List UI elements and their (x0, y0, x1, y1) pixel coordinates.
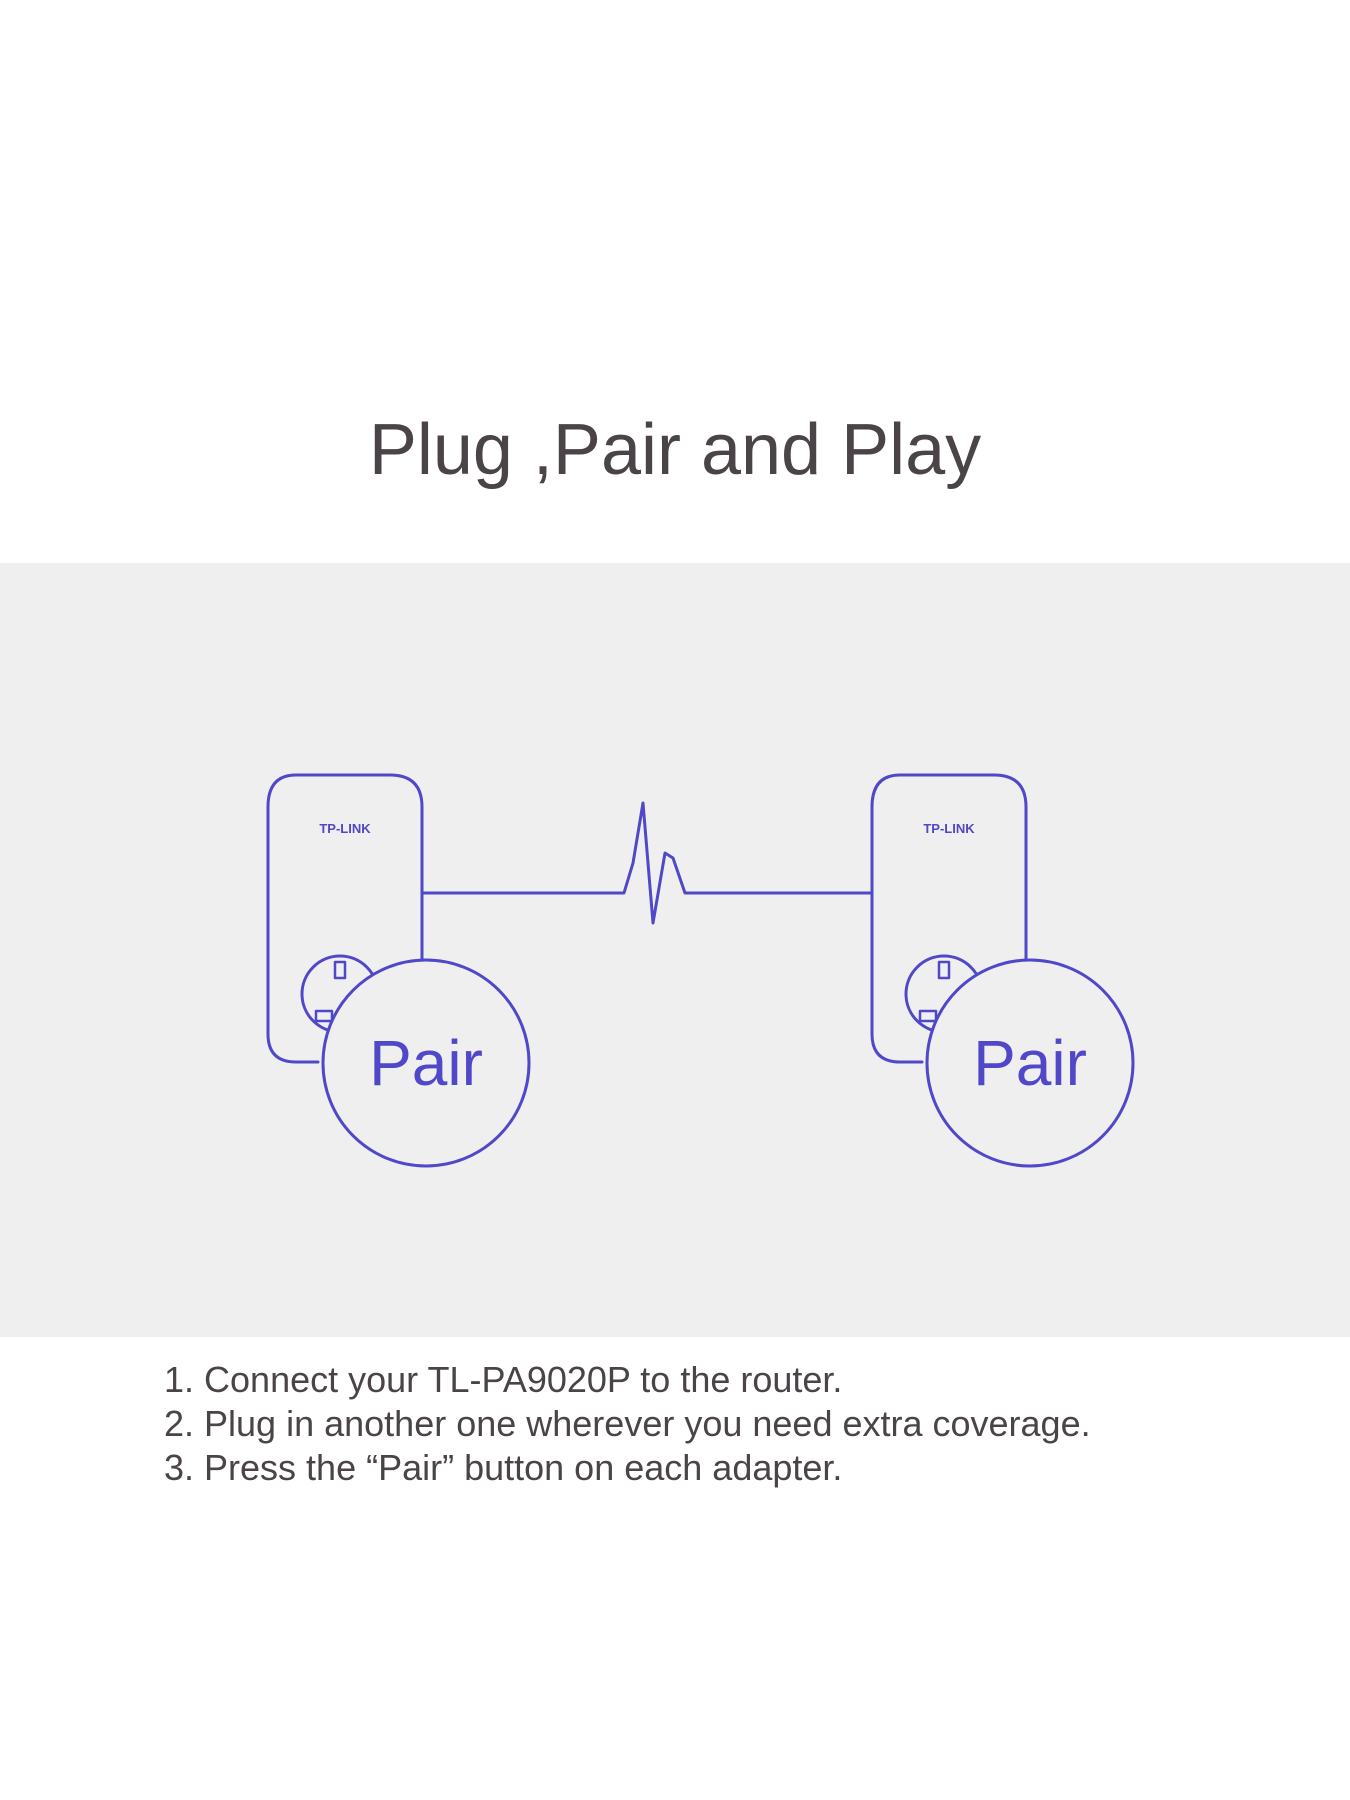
instruction-step: 2. Plug in another one wherever you need… (164, 1403, 1091, 1444)
pairing-diagram-svg: Pair Pair TP-LINK TP-LINK (266, 773, 1135, 1168)
pair-button-right: Pair (925, 958, 1135, 1168)
pair-label-right: Pair (973, 1027, 1087, 1099)
pair-label-left: Pair (369, 1027, 483, 1099)
page-title: Plug ,Pair and Play (368, 410, 982, 490)
pair-button-left: Pair (321, 958, 531, 1168)
signal-wave-icon (420, 801, 872, 925)
instruction-step: 1. Connect your TL-PA9020P to the router… (164, 1359, 843, 1400)
brand-logo-left: TP-LINK (319, 821, 371, 836)
instruction-list: 1. Connect your TL-PA9020P to the router… (164, 1358, 1264, 1490)
pairing-diagram: Pair Pair TP-LINK TP-LINK (0, 563, 1350, 1337)
instruction-step: 3. Press the “Pair” button on each adapt… (164, 1447, 843, 1488)
brand-logo-right: TP-LINK (923, 821, 975, 836)
